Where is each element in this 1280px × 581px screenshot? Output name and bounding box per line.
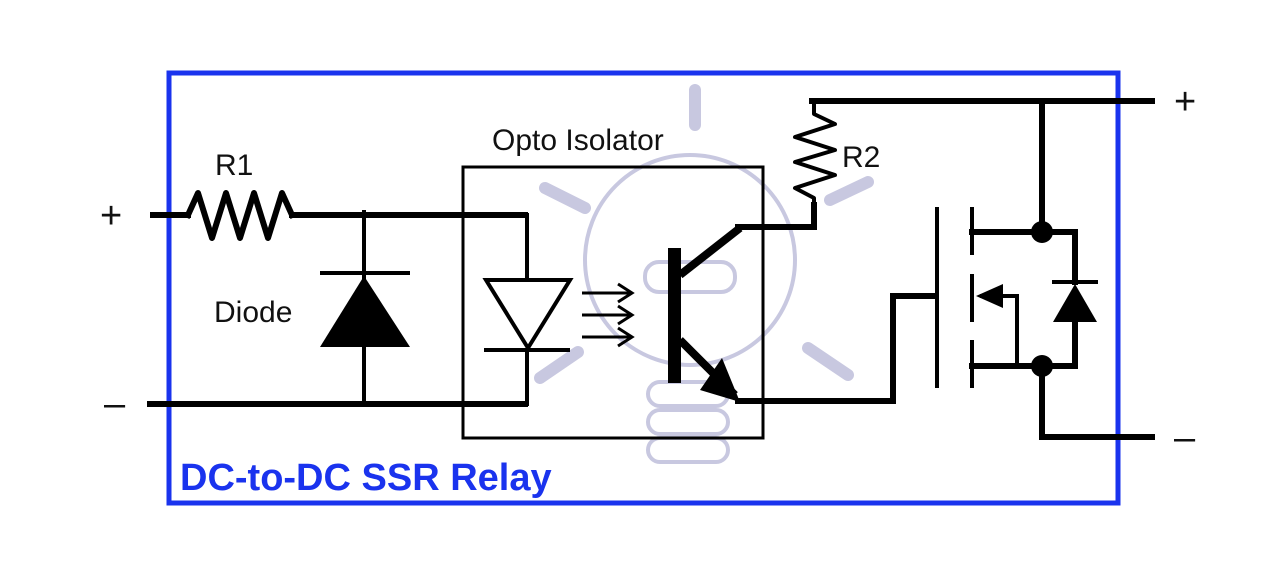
- input-negative-label: –: [104, 383, 126, 425]
- led: [455, 213, 574, 406]
- opto-isolator-box: [461, 165, 765, 440]
- resistor-r2: [793, 100, 837, 205]
- r1-label: R1: [215, 149, 253, 182]
- phototransistor: [668, 224, 743, 402]
- wire-collector: [735, 202, 817, 230]
- body-diode: [1052, 280, 1098, 322]
- relay-frame: [166, 70, 1121, 506]
- mosfet: [935, 98, 1155, 440]
- resistor-r1: [150, 190, 296, 241]
- diode: [320, 210, 410, 404]
- output-positive-label: +: [1174, 81, 1196, 123]
- wire-emitter-gate: [735, 293, 938, 404]
- light-rays-icon: [582, 282, 635, 348]
- diagram-title: DC-to-DC SSR Relay: [180, 457, 552, 499]
- r2-label: R2: [842, 141, 880, 174]
- diode-label: Diode: [214, 296, 292, 329]
- output-negative-label: –: [1174, 417, 1196, 459]
- input-positive-label: +: [100, 195, 122, 237]
- opto-isolator-label: Opto Isolator: [492, 124, 664, 157]
